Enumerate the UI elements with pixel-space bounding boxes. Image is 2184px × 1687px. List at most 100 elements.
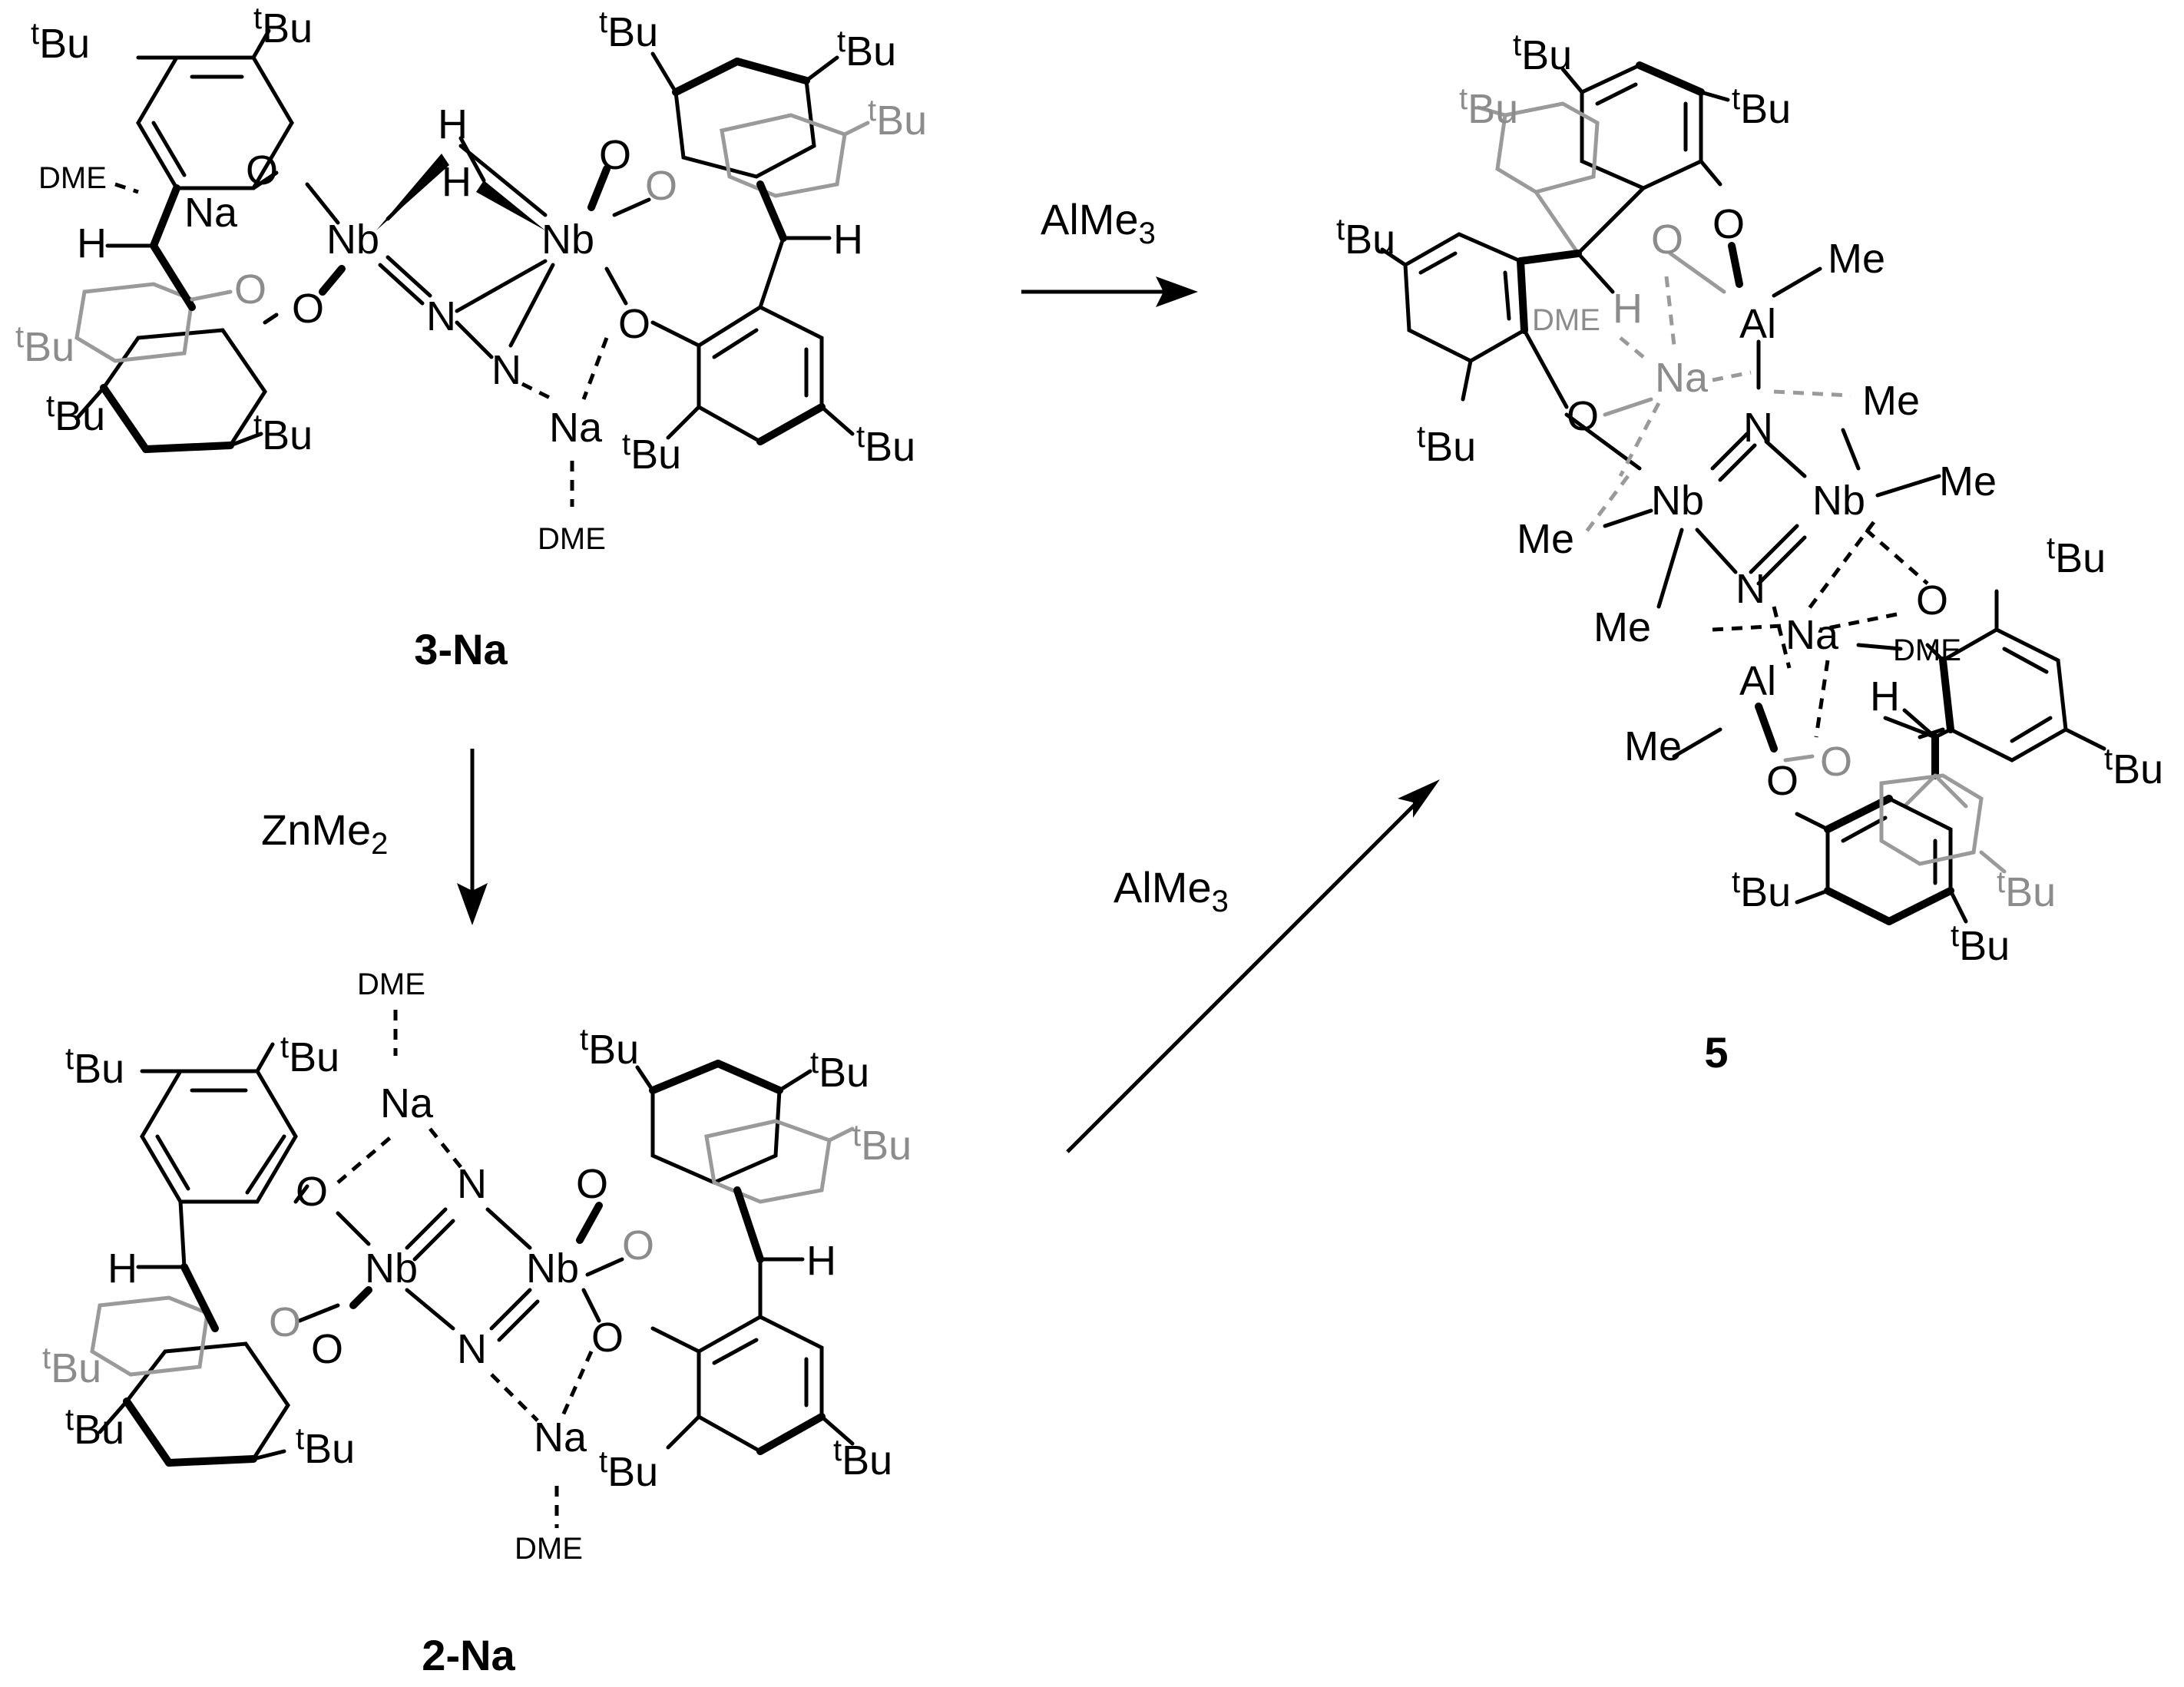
tbu-group: tBu: [599, 5, 658, 55]
atom-nb: Nb: [1812, 478, 1865, 524]
atom-o: O: [1651, 217, 1683, 263]
atom-h: H: [442, 159, 472, 205]
tbu-group: tBu: [810, 1046, 869, 1096]
tbu-group: tBu: [1951, 919, 2010, 969]
atom-n: N: [1743, 405, 1773, 451]
atom-al: Al: [1739, 658, 1776, 704]
atom-al: Al: [1739, 301, 1776, 347]
atom-nb: Nb: [365, 1245, 418, 1292]
compound-3-na-structure: O Na Nb H H Nb N N Na DME DME H O O O O …: [15, 2, 927, 556]
atom-o: O: [622, 1222, 654, 1269]
compound-label-5: 5: [1704, 1028, 1728, 1077]
atom-o: O: [246, 147, 278, 194]
tbu-group: tBu: [1732, 82, 1791, 132]
atom-o: O: [296, 1169, 328, 1215]
dme-ligand: DME: [357, 968, 425, 1001]
atom-h: H: [833, 217, 863, 263]
reagent-down: ZnMe2: [261, 805, 388, 861]
tbu-group: tBu: [856, 420, 915, 470]
atom-h: H: [438, 101, 468, 147]
atom-o: O: [1567, 393, 1599, 439]
tbu-group: tBu: [280, 1030, 339, 1080]
dme-ligand: DME: [515, 1532, 583, 1566]
atom-nb: Nb: [526, 1245, 579, 1292]
tbu-group: tBu: [837, 25, 896, 74]
atom-na: Na: [549, 405, 603, 451]
tbu-group: tBu: [46, 389, 105, 439]
tbu-group: tBu: [1513, 28, 1572, 78]
reagent-top: AlMe3: [1041, 195, 1156, 250]
atom-na: Na: [534, 1414, 587, 1460]
tbu-group: tBu: [31, 17, 90, 67]
atom-h: H: [1613, 286, 1643, 332]
tbu-group: tBu: [1459, 82, 1518, 132]
methyl: Me: [1624, 723, 1682, 769]
methyl: Me: [1593, 604, 1651, 650]
dme-ligand: DME: [1532, 303, 1600, 337]
tbu-group: tBu: [1417, 420, 1476, 470]
tbu-group: tBu: [599, 1445, 658, 1495]
methyl: Me: [1862, 378, 1920, 424]
atom-o: O: [1820, 739, 1852, 785]
atom-nb: Nb: [326, 217, 379, 263]
atom-o: O: [1766, 758, 1798, 804]
tbu-group: tBu: [580, 1023, 639, 1073]
tbu-group: tBu: [852, 1119, 912, 1169]
atom-n: N: [426, 293, 456, 339]
compound-2-na-structure: DME Na O N Nb Nb N Na DME H O O O O O H …: [42, 968, 912, 1566]
atom-n: N: [457, 1161, 487, 1207]
tbu-group: tBu: [868, 94, 927, 144]
atom-nb: Nb: [1651, 478, 1704, 524]
atom-o: O: [1712, 201, 1745, 247]
atom-h: H: [1870, 673, 1900, 719]
atom-o: O: [591, 1315, 624, 1361]
atom-o: O: [311, 1326, 343, 1372]
atom-h: H: [77, 220, 107, 266]
tbu-group: tBu: [253, 409, 313, 458]
methyl: Me: [1939, 458, 1997, 504]
atom-na: Na: [1655, 355, 1709, 401]
atom-na: Na: [184, 190, 238, 236]
tbu-group: tBu: [65, 1403, 124, 1453]
atom-na: Na: [380, 1080, 434, 1126]
reagent-diagonal: AlMe3: [1114, 863, 1229, 918]
atom-h: H: [806, 1238, 836, 1284]
atom-n: N: [491, 347, 521, 393]
atom-nb: Nb: [541, 217, 594, 263]
tbu-group: tBu: [1336, 213, 1395, 263]
dme-ligand: DME: [38, 161, 107, 195]
atom-o: O: [234, 266, 266, 313]
compound-label-2-na: 2-Na: [422, 1631, 515, 1679]
tbu-group: tBu: [2104, 743, 2163, 792]
dme-ligand: DME: [538, 522, 606, 556]
atom-o: O: [645, 163, 677, 209]
atom-n: N: [457, 1326, 487, 1372]
dme-ligand: DME: [1893, 633, 1961, 667]
atom-o: O: [599, 132, 631, 178]
atom-o: O: [269, 1299, 301, 1345]
atom-o: O: [576, 1161, 608, 1207]
reaction-arrow-diagonal: [1066, 779, 1440, 1153]
tbu-group: tBu: [65, 1042, 124, 1092]
tbu-group: tBu: [15, 320, 74, 370]
reaction-arrow-down: [457, 749, 488, 925]
reaction-arrow-top: [1021, 276, 1198, 307]
tbu-group: tBu: [622, 428, 681, 478]
atom-o: O: [292, 286, 324, 332]
tbu-group: tBu: [833, 1434, 892, 1484]
compound-5-structure: O O Al Me DME H Na N Me O Nb Nb Me Me N …: [1336, 28, 2163, 969]
tbu-group: tBu: [42, 1341, 101, 1391]
tbu-group: tBu: [1732, 865, 1791, 915]
tbu-group: tBu: [1997, 865, 2056, 915]
atom-h: H: [108, 1245, 137, 1292]
atom-o: O: [1916, 577, 1948, 624]
tbu-group: tBu: [253, 2, 313, 51]
atom-n: N: [1736, 566, 1765, 612]
atom-na: Na: [1785, 612, 1839, 658]
compound-label-3-na: 3-Na: [414, 625, 508, 673]
atom-o: O: [618, 301, 650, 347]
methyl: Me: [1517, 516, 1574, 562]
tbu-group: tBu: [296, 1422, 355, 1472]
tbu-group: tBu: [2047, 531, 2106, 581]
